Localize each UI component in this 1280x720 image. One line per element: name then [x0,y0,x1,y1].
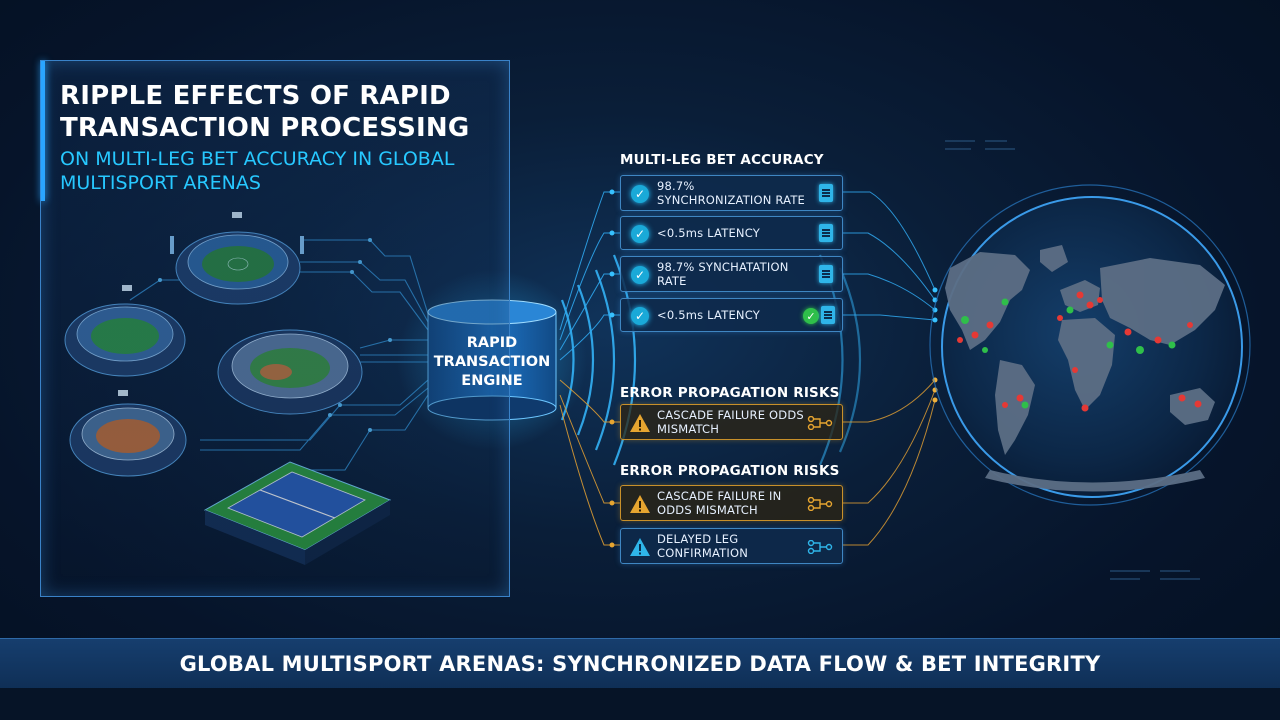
accuracy-card: ✓ <0.5ms LATENCY ✓ [620,298,843,332]
accuracy-card: ✓ 98.7% SYNCHATATION RATE [620,256,843,292]
document-icon [821,306,835,324]
bottom-band [0,688,1280,720]
risk-card: CASCADE FAILURE ODDS MISMATCH [620,404,843,440]
risk-card-label: CASCADE FAILURE ODDS MISMATCH [657,408,804,436]
panel-accent-bar [41,61,45,201]
subtitle: ON MULTI-LEG BET ACCURACY IN GLOBAL MULT… [60,148,455,194]
warning-icon [630,538,650,556]
accuracy-card: ✓ 98.7% SYNCHRONIZATION RATE [620,175,843,211]
check-icon: ✓ [631,185,649,203]
network-icon [807,497,833,511]
accuracy-card-label: 98.7% SYNCHATATION RATE [657,260,789,288]
network-icon [807,416,833,430]
footer-text: GLOBAL MULTISPORT ARENAS: SYNCHRONIZED D… [179,652,1101,676]
risk-card-label: CASCADE FAILURE IN ODDS MISMATCH [657,489,782,517]
document-icon [819,184,833,202]
check-icon: ✓ [631,307,649,325]
document-icon [819,265,833,283]
engine-label: RAPID TRANSACTION ENGINE [433,335,551,389]
success-check-icon: ✓ [803,308,819,324]
rapid-transaction-engine: RAPID TRANSACTION ENGINE [428,300,556,418]
document-icon [819,224,833,242]
risk-card: DELAYED LEG CONFIRMATION [620,528,843,564]
risk-card-label: DELAYED LEG CONFIRMATION [657,532,749,560]
title-panel [40,60,510,597]
risk-card: CASCADE FAILURE IN ODDS MISMATCH [620,485,843,521]
engine-cylinder [427,299,557,421]
risks-heading-2: ERROR PROPAGATION RISKS [620,463,840,479]
accuracy-heading: MULTI-LEG BET ACCURACY [620,152,824,168]
accuracy-card-label: <0.5ms LATENCY [657,226,760,240]
main-title: RIPPLE EFFECTS OF RAPID TRANSACTION PROC… [60,81,470,143]
stadium-illustrations [64,212,392,565]
check-icon: ✓ [631,266,649,284]
world-globe [929,184,1251,506]
warning-icon [630,414,650,432]
accuracy-card-label: <0.5ms LATENCY [657,308,760,322]
accuracy-card-label: 98.7% SYNCHRONIZATION RATE [657,179,806,207]
footer-banner: GLOBAL MULTISPORT ARENAS: SYNCHRONIZED D… [0,638,1280,690]
network-icon [807,540,833,554]
risks-heading-1: ERROR PROPAGATION RISKS [620,385,840,401]
warning-icon [630,495,650,513]
check-icon: ✓ [631,225,649,243]
accuracy-card: ✓ <0.5ms LATENCY [620,216,843,250]
